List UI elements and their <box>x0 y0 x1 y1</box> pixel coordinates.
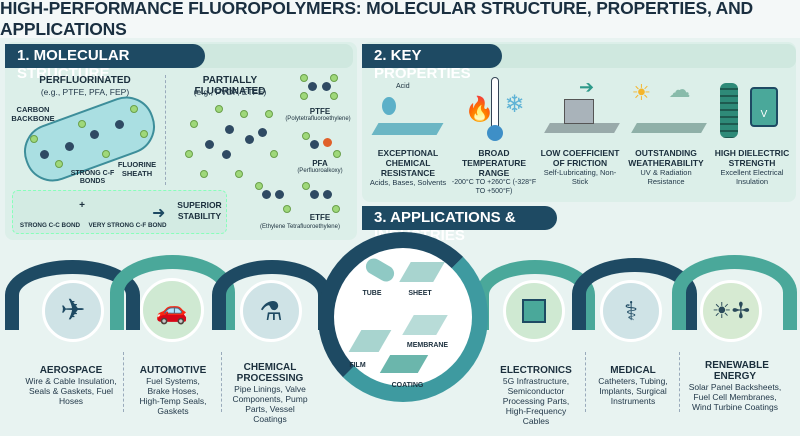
pfa-name: PFA <box>312 159 328 168</box>
fluorine-sheath-label: FLUORINE SHEATH <box>117 160 157 178</box>
etfe-full: (Ethylene Tetrafluoroethylene) <box>260 224 340 230</box>
partial-examples: (e.g., PVDF, ETFE) <box>193 87 267 97</box>
form-film: FILM <box>349 362 366 369</box>
page-title: HIGH-PERFORMANCE FLUOROPOLYMERS: MOLECUL… <box>0 0 800 39</box>
sun-rain-icon: ☀☁ <box>624 75 707 150</box>
cc-bond-label: STRONG C-C BOND <box>19 222 81 229</box>
form-sheet: SHEET <box>408 290 432 297</box>
insulator-voltmeter-icon: V <box>708 75 790 150</box>
section2-header: 2. KEY PROPERTIES <box>362 44 502 82</box>
plus-sign: + <box>79 200 85 211</box>
airplane-icon: ✈ <box>42 280 104 342</box>
section3-header: 3. APPLICATIONS & INDUSTRIES <box>362 206 557 244</box>
chemical-plant-icon: ⚗ <box>240 280 302 342</box>
properties-row: Acid 🔥❄ ➔ ☀☁ V <box>370 75 790 150</box>
etfe-name: ETFE <box>309 213 331 222</box>
form-coating: COATING <box>391 382 424 389</box>
ptfe-full: (Polytetrafluoroethylene) <box>285 116 351 122</box>
partial-title: PARTIALLY FLUORINATED <box>194 75 266 97</box>
product-forms-ring <box>318 232 488 402</box>
form-tube: TUBE <box>362 290 382 297</box>
section1-header: 1. MOLECULAR STRUCTURE <box>5 44 205 82</box>
property-temperature-range: BROAD TEMPERATURE RANGE-200°C TO +260°C … <box>451 148 537 195</box>
carbon-backbone-label: CARBON BACKBONE <box>11 105 55 123</box>
sliding-block-icon: ➔ <box>539 75 621 150</box>
cf-bonds-label: STRONG C-F BONDS <box>70 170 115 185</box>
perfluorinated-examples: (e.g., PTFE, PFA, FEP) <box>40 87 130 97</box>
thermometer-icon: 🔥❄ <box>455 75 537 150</box>
car-icon: 🚗 <box>140 278 204 342</box>
chip-icon <box>503 280 565 342</box>
wind-solar-icon: ☀✢ <box>700 280 762 342</box>
acid-drop-hand-icon: Acid <box>370 75 452 150</box>
bond-strength-box <box>12 190 227 234</box>
stethoscope-icon: ⚕ <box>600 280 662 342</box>
form-membrane: MEMBRANE <box>406 342 449 349</box>
ptfe-name: PTFE <box>309 107 331 116</box>
arrow-right-icon: ➜ <box>152 205 166 222</box>
perfluorinated-title: PERFLUORINATED <box>39 75 131 86</box>
pfa-full: (Perfluoroalkoxy) <box>297 168 343 174</box>
superior-stability: SUPERIOR STABILITY <box>177 200 222 221</box>
cf-bond-label: VERY STRONG C-F BOND <box>88 222 167 229</box>
